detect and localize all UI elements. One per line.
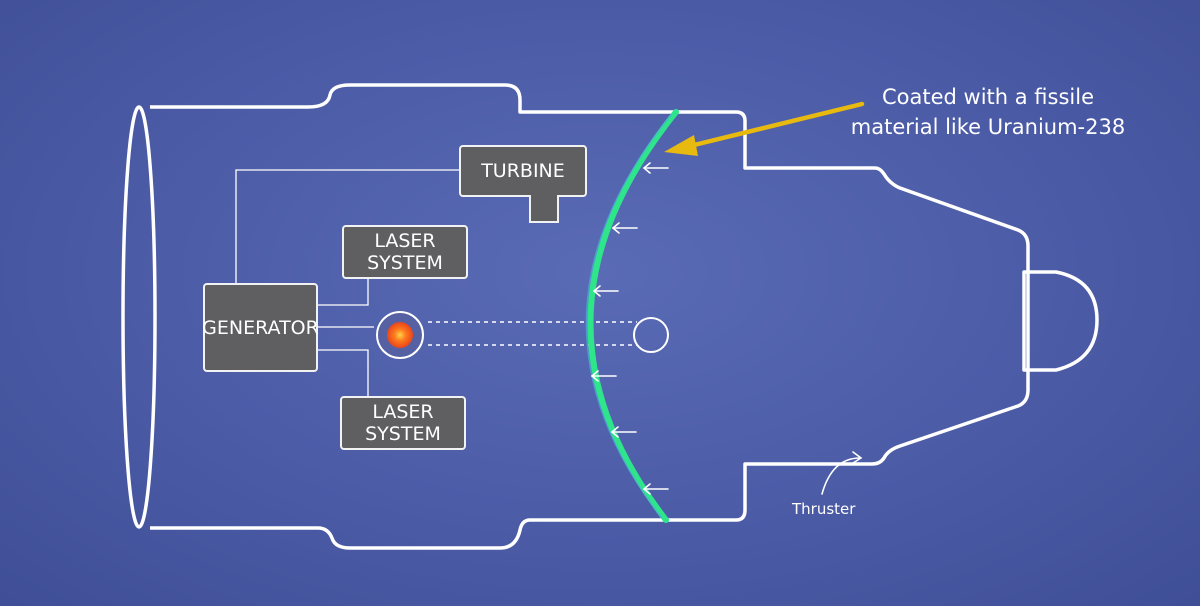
- laser-top-line-2: SYSTEM: [367, 252, 443, 274]
- thruster-label: Thruster: [792, 500, 856, 518]
- laser-top-line-1: LASER: [374, 230, 436, 252]
- callout-line-2: material like Uranium-238: [850, 115, 1126, 139]
- turbine-stem: [529, 195, 559, 223]
- wiring: [235, 169, 460, 398]
- fissile-coating-arc: [587, 109, 679, 523]
- generator-label: GENERATOR: [202, 316, 319, 339]
- reflector-inner-arc: [585, 113, 673, 519]
- laser-bottom-line-1: LASER: [372, 401, 434, 423]
- callout-arrow: [664, 101, 865, 156]
- laser-system-top-box: LASER SYSTEM: [342, 225, 468, 279]
- coating-callout: Coated with a fissile material like Uran…: [838, 82, 1138, 142]
- laser-bottom-line-2: SYSTEM: [365, 423, 441, 445]
- thruster-arrow: [821, 451, 863, 495]
- turbine-box: TURBINE: [459, 145, 587, 197]
- engine-hull-outline: [150, 83, 1030, 550]
- callout-line-1: Coated with a fissile: [881, 85, 1094, 109]
- target-pellet: [633, 317, 669, 353]
- intake-ellipse: [121, 105, 157, 529]
- fuel-pellet-icon: [387, 322, 413, 348]
- laser-beam-lines: [428, 321, 637, 346]
- laser-system-bottom-box: LASER SYSTEM: [340, 396, 466, 450]
- pressure-arrows: [590, 162, 669, 495]
- generator-box: GENERATOR: [202, 283, 319, 372]
- turbine-label: TURBINE: [481, 160, 565, 182]
- nozzle-dome: [1022, 270, 1099, 372]
